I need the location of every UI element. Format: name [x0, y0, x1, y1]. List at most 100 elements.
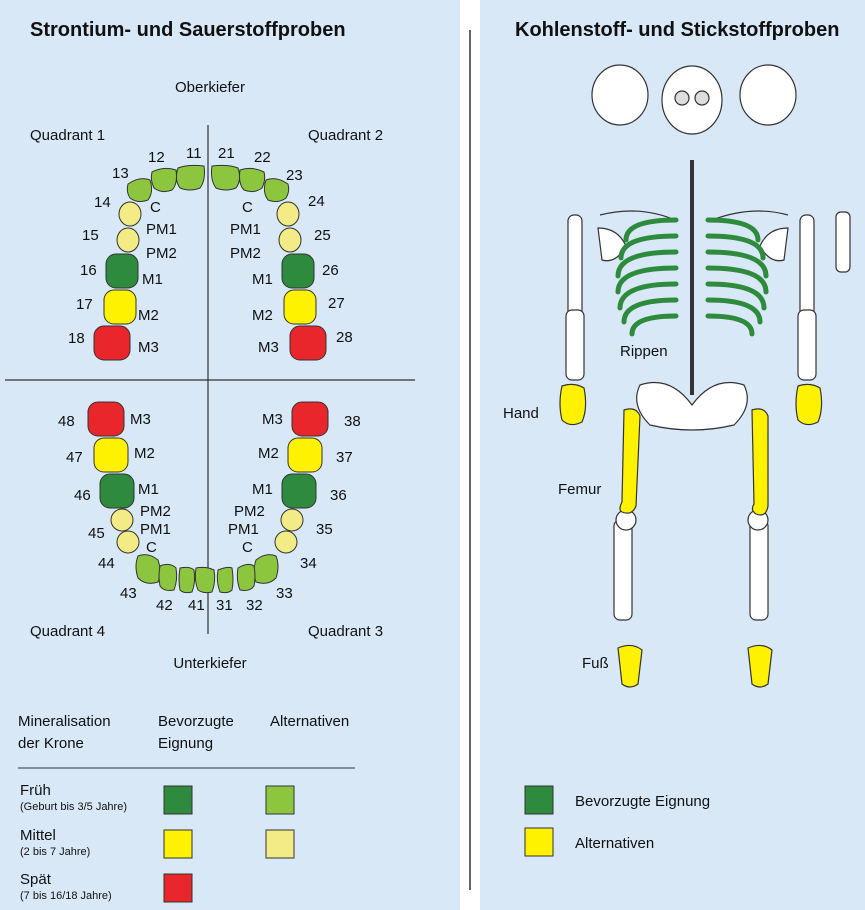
- type-pm2-q2: PM2: [230, 245, 261, 262]
- num-15: 15: [82, 227, 99, 244]
- bones-swatch-alternatives: [525, 828, 553, 856]
- num-22: 22: [254, 149, 271, 166]
- label-fuss: Fuß: [582, 655, 609, 672]
- num-36: 36: [330, 487, 347, 504]
- num-43: 43: [120, 585, 137, 602]
- skull-front-icon: [662, 66, 722, 134]
- foot-right: [748, 645, 772, 687]
- eye-left: [675, 91, 689, 105]
- num-21: 21: [218, 145, 235, 162]
- tooth-26: [282, 254, 314, 288]
- num-37: 37: [336, 449, 353, 466]
- tooth-33: [254, 555, 278, 584]
- quadrant-2-label: Quadrant 2: [308, 127, 383, 144]
- num-14: 14: [94, 194, 111, 211]
- type-m3-q3: M3: [262, 411, 283, 428]
- type-c-q3: C: [242, 539, 253, 556]
- tibia-right: [750, 520, 768, 620]
- type-c-q4: C: [146, 539, 157, 556]
- tooth-38: [292, 402, 328, 436]
- bones-legend-alternatives: Alternativen: [575, 835, 654, 852]
- tooth-45: [111, 509, 133, 531]
- tooth-18: [94, 326, 130, 360]
- num-38: 38: [344, 413, 361, 430]
- swatch-early-alternative: [266, 786, 294, 814]
- tooth-44: [117, 531, 139, 553]
- tooth-43: [136, 555, 160, 584]
- num-17: 17: [76, 296, 93, 313]
- num-11: 11: [186, 145, 202, 162]
- legend-late-sub: (7 bis 16/18 Jahre): [20, 890, 112, 902]
- tooth-11: [176, 165, 204, 190]
- tooth-47: [94, 438, 128, 472]
- quadrant-3-label: Quadrant 3: [308, 623, 383, 640]
- lower-jaw-label: Unterkiefer: [173, 655, 246, 672]
- tooth-46: [100, 474, 134, 508]
- label-femur: Femur: [558, 481, 601, 498]
- num-41: 41: [188, 597, 205, 614]
- num-32: 32: [246, 597, 263, 614]
- num-16: 16: [80, 262, 97, 279]
- type-pm1-q4: PM1: [140, 521, 171, 538]
- num-18: 18: [68, 330, 85, 347]
- num-44: 44: [98, 555, 115, 572]
- legend-col1-line1: Mineralisation: [18, 713, 111, 730]
- type-m3-q4: M3: [130, 411, 151, 428]
- type-m3-q1: M3: [138, 339, 159, 356]
- swatch-middle-alternative: [266, 830, 294, 858]
- type-pm2-q1: PM2: [146, 245, 177, 262]
- bones-swatch-preferred: [525, 786, 553, 814]
- tooth-34: [275, 531, 297, 553]
- num-34: 34: [300, 555, 317, 572]
- legend-col3: Alternativen: [270, 713, 349, 730]
- num-12: 12: [148, 149, 165, 166]
- bones-legend-preferred: Bevorzugte Eignung: [575, 793, 710, 810]
- num-31: 31: [216, 597, 233, 614]
- eye-right: [695, 91, 709, 105]
- tooth-24: [277, 202, 299, 226]
- tooth-42: [159, 564, 177, 590]
- tooth-27: [284, 290, 316, 324]
- type-c-q1: C: [150, 199, 161, 216]
- foot-left: [618, 645, 642, 687]
- right-panel: [480, 0, 865, 910]
- type-m1-q3: M1: [252, 481, 273, 498]
- femur-right: [752, 409, 768, 515]
- legend-middle-sub: (2 bis 7 Jahre): [20, 846, 90, 858]
- forearm-left: [566, 310, 584, 380]
- type-pm1-q1: PM1: [146, 221, 177, 238]
- num-45: 45: [88, 525, 105, 542]
- num-46: 46: [74, 487, 91, 504]
- type-pm2-q3: PM2: [234, 503, 265, 520]
- label-rippen: Rippen: [620, 343, 668, 360]
- upper-jaw-label: Oberkiefer: [175, 79, 245, 96]
- tooth-22: [240, 168, 265, 191]
- tooth-48: [88, 402, 124, 436]
- legend-middle-label: Mittel: [20, 827, 56, 844]
- tooth-28: [290, 326, 326, 360]
- legend-early-sub: (Geburt bis 3/5 Jahre): [20, 801, 127, 813]
- num-28: 28: [336, 329, 353, 346]
- hand-left: [560, 384, 586, 424]
- type-m2-q2: M2: [252, 307, 273, 324]
- tooth-31b: [195, 567, 214, 592]
- num-33: 33: [276, 585, 293, 602]
- num-48: 48: [58, 413, 75, 430]
- tooth-35: [281, 509, 303, 531]
- type-m3-q2: M3: [258, 339, 279, 356]
- num-27: 27: [328, 295, 345, 312]
- tooth-32: [237, 564, 255, 590]
- num-26: 26: [322, 262, 339, 279]
- legend-early-label: Früh: [20, 782, 51, 799]
- num-42: 42: [156, 597, 173, 614]
- skull-left-icon: [592, 65, 648, 125]
- type-m2-q3: M2: [258, 445, 279, 462]
- num-24: 24: [308, 193, 325, 210]
- tibia-left: [614, 520, 632, 620]
- tooth-16: [106, 254, 138, 288]
- type-pm2-q4: PM2: [140, 503, 171, 520]
- legend-col2-line2: Eignung: [158, 735, 213, 752]
- type-pm1-q3: PM1: [228, 521, 259, 538]
